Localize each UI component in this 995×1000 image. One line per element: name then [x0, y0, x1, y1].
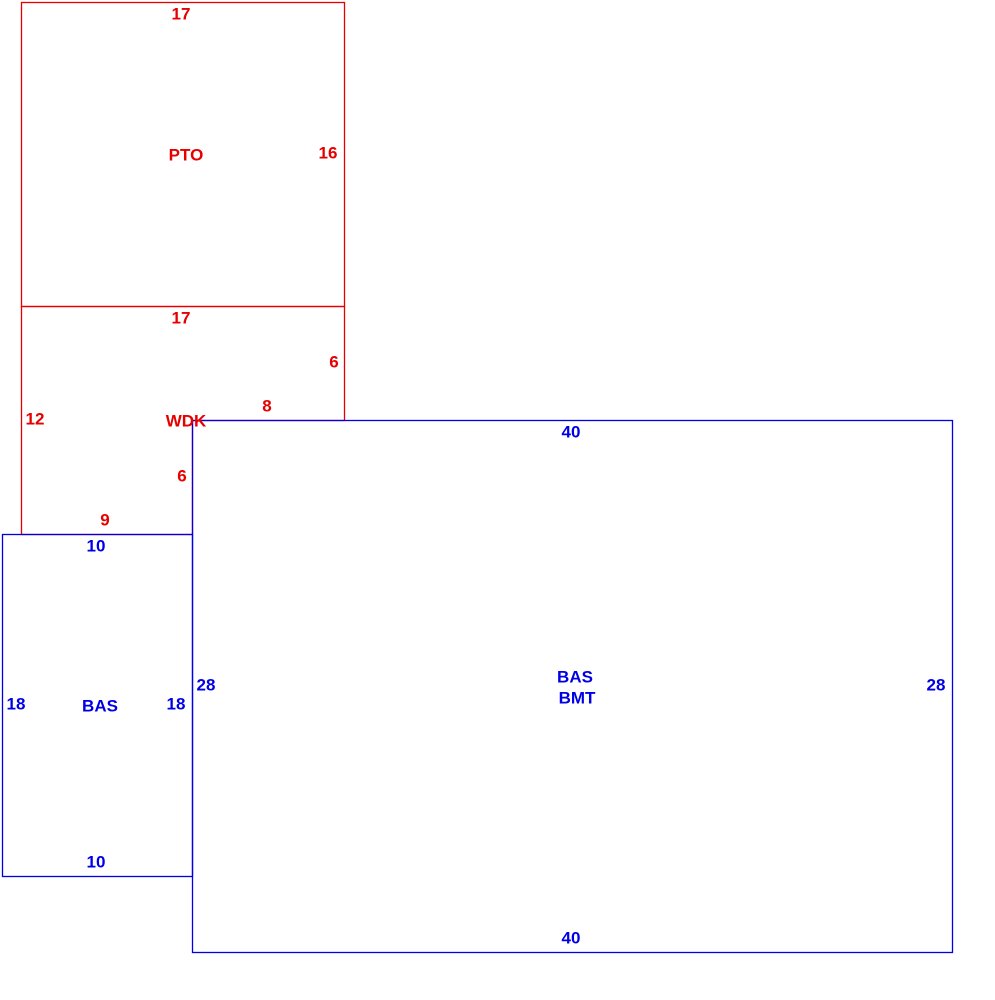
bas-main-outline — [191, 419, 954, 954]
wdk-bottom-dim: 9 — [100, 510, 109, 529]
bas-main-right-dim: 28 — [927, 675, 946, 694]
pto-top-dim: 17 — [172, 4, 191, 23]
wdk-inner-dim: 6 — [177, 466, 186, 485]
bas-main-label: BAS — [557, 667, 593, 686]
bas-small-bottom-dim: 10 — [87, 852, 106, 871]
wdk-top-dim: 17 — [172, 308, 191, 327]
bas-main-top-dim: 40 — [562, 422, 581, 441]
bmt-label: BMT — [559, 688, 596, 707]
bas-main-bottom-dim: 40 — [562, 928, 581, 947]
bas-small-top-dim: 10 — [87, 536, 106, 555]
wdk-right-dim: 6 — [329, 352, 338, 371]
bas-small-label: BAS — [82, 696, 118, 715]
bas-small-left-dim: 18 — [7, 694, 26, 713]
pto-right-dim: 16 — [319, 143, 338, 162]
bas-main-left-dim: 28 — [197, 675, 216, 694]
wdk-label: WDK — [166, 411, 207, 430]
wdk-left-dim: 12 — [26, 409, 45, 428]
bas-small-right-dim: 18 — [167, 694, 186, 713]
wdk-step-dim: 8 — [262, 396, 271, 415]
pto-label: PTO — [169, 145, 204, 164]
